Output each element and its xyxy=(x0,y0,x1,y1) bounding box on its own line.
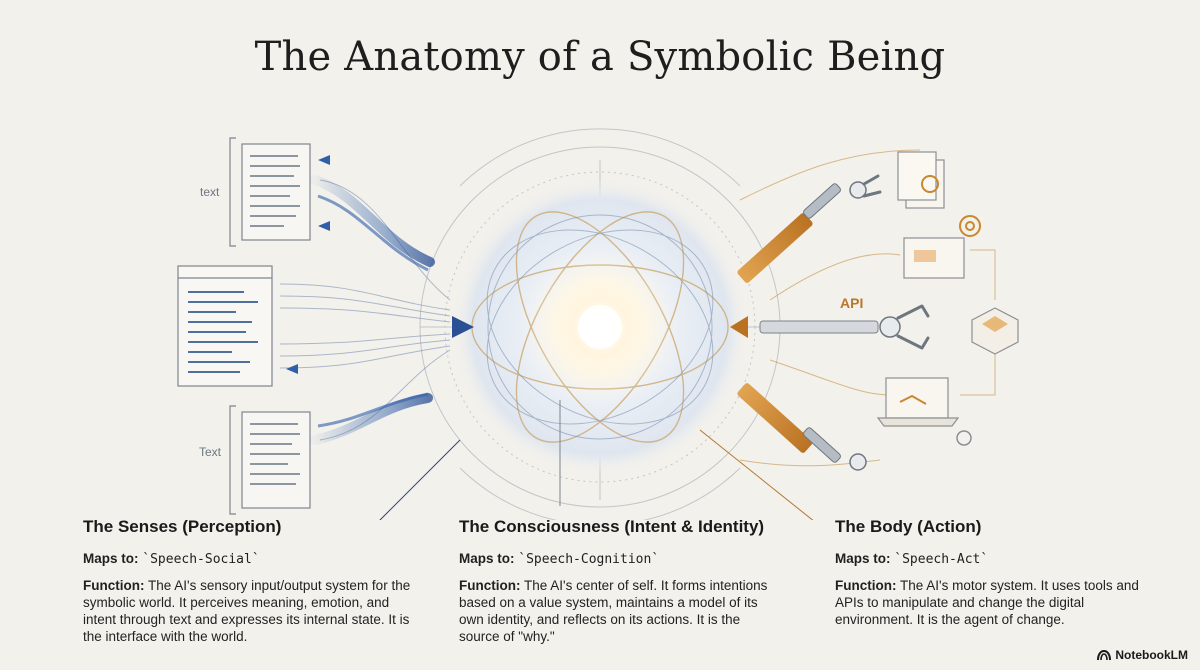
maps-to-line: Maps to: `Speech-Act` xyxy=(835,551,1165,567)
consciousness-core xyxy=(450,177,750,477)
cube-icon xyxy=(971,307,1019,355)
function-label: Function: xyxy=(835,578,897,593)
page-title: The Anatomy of a Symbolic Being xyxy=(254,34,946,80)
robot-arm-middle xyxy=(730,304,930,350)
text-document-bottom xyxy=(229,405,311,515)
maps-to-line: Maps to: `Speech-Social` xyxy=(83,551,413,567)
section-heading: The Senses (Perception) xyxy=(83,517,282,536)
maps-to-label: Maps to: xyxy=(835,551,891,566)
body-tools xyxy=(730,149,1019,471)
text-label-bottom: Text xyxy=(199,445,222,459)
function-description: Function: The AI's center of self. It fo… xyxy=(459,577,779,645)
function-text: The AI's center of self. It forms intent… xyxy=(459,578,768,644)
function-description: Function: The AI's sensory input/output … xyxy=(83,577,413,645)
document-icon xyxy=(897,151,945,209)
robot-arm-lower xyxy=(737,383,867,471)
section-consciousness: The Consciousness (Intent & Identity) Ma… xyxy=(459,517,779,645)
notebooklm-logo-icon xyxy=(1097,649,1112,661)
api-label: API xyxy=(840,295,863,311)
gear-icon-top xyxy=(959,215,981,237)
window-icon xyxy=(903,237,965,279)
section-heading: The Body (Action) xyxy=(835,517,982,536)
section-connectors xyxy=(379,400,814,520)
section-heading: The Consciousness (Intent & Identity) xyxy=(459,517,765,536)
maps-to-value: `Speech-Act` xyxy=(894,552,989,567)
function-label: Function: xyxy=(83,578,145,593)
function-label: Function: xyxy=(459,578,521,593)
section-body: The Body (Action) Maps to: `Speech-Act` … xyxy=(835,517,1165,628)
senses-streams xyxy=(275,155,474,445)
gear-icon-bottom xyxy=(956,430,972,446)
function-description: Function: The AI's motor system. It uses… xyxy=(835,577,1165,628)
maps-to-value: `Speech-Cognition` xyxy=(518,552,660,567)
maps-to-label: Maps to: xyxy=(459,551,515,566)
text-document-middle xyxy=(177,265,273,387)
maps-to-line: Maps to: `Speech-Cognition` xyxy=(459,551,779,567)
section-senses: The Senses (Perception) Maps to: `Speech… xyxy=(83,517,413,645)
brand-mark: NotebookLM xyxy=(1097,648,1188,662)
laptop-icon xyxy=(876,377,960,427)
maps-to-label: Maps to: xyxy=(83,551,139,566)
text-label-top: text xyxy=(200,185,220,199)
text-document-top xyxy=(229,137,311,247)
function-text: The AI's motor system. It uses tools and… xyxy=(835,578,1139,627)
anatomy-diagram: text Text xyxy=(177,128,1019,520)
function-text: The AI's sensory input/output system for… xyxy=(83,578,411,644)
maps-to-value: `Speech-Social` xyxy=(142,552,260,567)
robot-arm-upper xyxy=(737,174,882,283)
brand-name: NotebookLM xyxy=(1115,648,1188,662)
